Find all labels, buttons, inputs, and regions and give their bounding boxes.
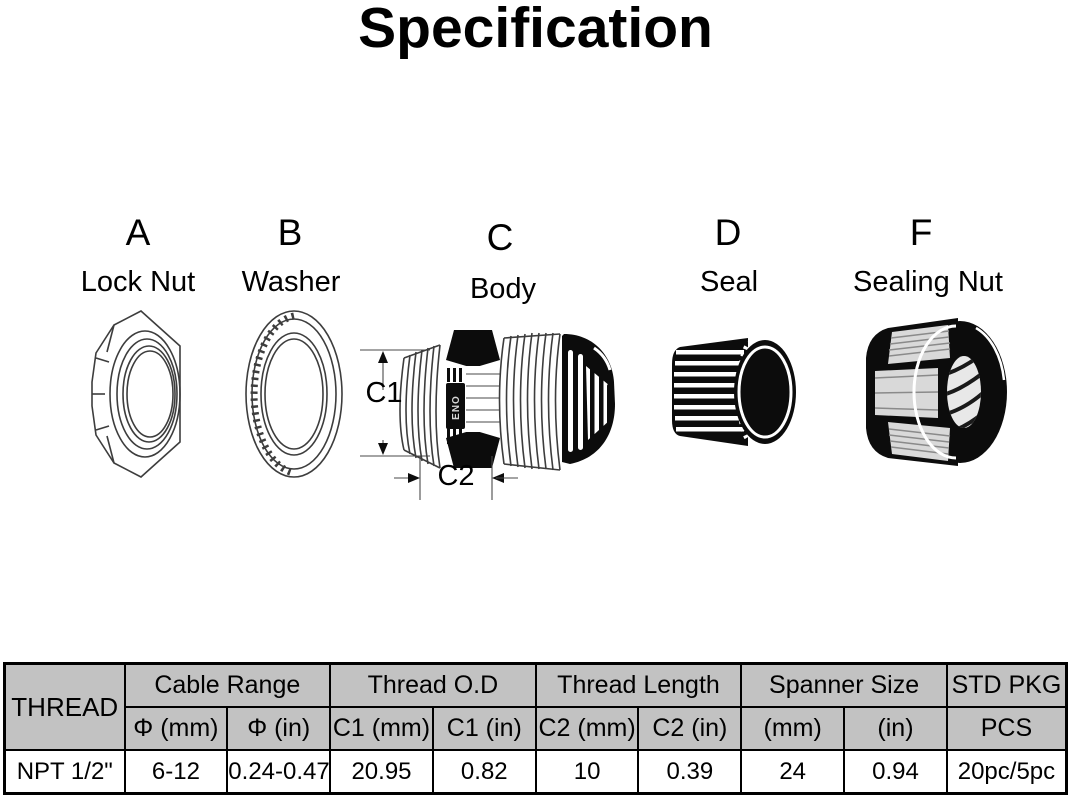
col-subheader-c1-mm: C1 (mm): [329, 706, 434, 751]
part-name-sealing-nut: Sealing Nut: [853, 266, 1003, 298]
body-thread-stub: [399, 344, 441, 469]
col-subheader-pcs: PCS: [945, 706, 1068, 751]
col-subheader-spanner-mm: (mm): [740, 706, 846, 751]
part-letter-c: C: [486, 217, 514, 258]
part-name-washer: Washer: [241, 266, 341, 298]
cell-cable-range-in: 0.24-0.47: [226, 749, 332, 795]
part-letter-b: B: [277, 212, 303, 253]
cell-thread-length-in: 0.39: [637, 749, 743, 795]
col-header-spanner-size: Spanner Size: [740, 662, 948, 708]
body-hex-collar: [446, 330, 500, 468]
cell-thread-od-in: 0.82: [431, 749, 537, 795]
col-subheader-c2-mm: C2 (mm): [534, 706, 640, 751]
c2-dimension-arrow: [394, 456, 518, 500]
col-subheader-spanner-in: (in): [843, 706, 948, 751]
dim-c2-label: C2: [437, 460, 475, 492]
dim-c1-label: C1: [365, 377, 403, 409]
table-group-header-row: THREAD Cable Range Thread O.D Thread Len…: [3, 662, 1068, 751]
c1-dimension-arrow: [360, 349, 430, 457]
col-subheader-phi-mm: Φ (mm): [123, 706, 229, 751]
sealing-nut-drawing: [866, 318, 1007, 466]
washer-drawing: [245, 310, 343, 478]
body-thread-barrel: [498, 332, 561, 471]
cell-thread-od-mm: 20.95: [329, 749, 434, 795]
table-data-row: NPT 1/2" 6-12 0.24-0.47 20.95 0.82 10 0.…: [3, 749, 1068, 795]
col-subheader-phi-in: Φ (in): [226, 706, 332, 751]
col-subheader-c1-in: C1 (in): [431, 706, 537, 751]
part-name-lock-nut: Lock Nut: [80, 266, 196, 298]
part-letter-a: A: [125, 212, 151, 253]
seal-drawing: [672, 338, 796, 446]
col-header-thread-length: Thread Length: [534, 662, 743, 708]
cell-thread-size: NPT 1/2": [3, 749, 126, 795]
part-name-body: Body: [469, 273, 537, 305]
cell-spanner-in: 0.94: [843, 749, 948, 795]
cell-thread-length-mm: 10: [534, 749, 640, 795]
col-header-cable-range: Cable Range: [123, 662, 332, 708]
col-header-std-pkg: STD PKG: [945, 662, 1068, 708]
col-header-thread: THREAD: [3, 662, 126, 751]
part-letter-f: F: [909, 212, 933, 253]
nut-knurl-facets: [874, 325, 951, 461]
body-cage-end: [562, 334, 615, 464]
brand-stamp: [446, 383, 465, 429]
lock-nut-drawing: [91, 310, 181, 478]
part-name-seal: Seal: [699, 266, 759, 298]
part-letter-d: D: [714, 212, 742, 253]
cell-spanner-mm: 24: [740, 749, 846, 795]
cell-cable-range-mm: 6-12: [123, 749, 229, 795]
col-header-thread-od: Thread O.D: [329, 662, 537, 708]
col-subheader-c2-in: C2 (in): [637, 706, 743, 751]
body-drawing: [360, 330, 615, 500]
page-title: Specification: [358, 0, 713, 60]
cell-std-pkg: 20pc/5pc: [945, 749, 1068, 795]
table-subheader-row: Φ (mm) Φ (in) C1 (mm) C1 (in) C2 (mm) C2…: [5, 706, 1068, 751]
spec-table: THREAD Cable Range Thread O.D Thread Len…: [3, 662, 1068, 795]
